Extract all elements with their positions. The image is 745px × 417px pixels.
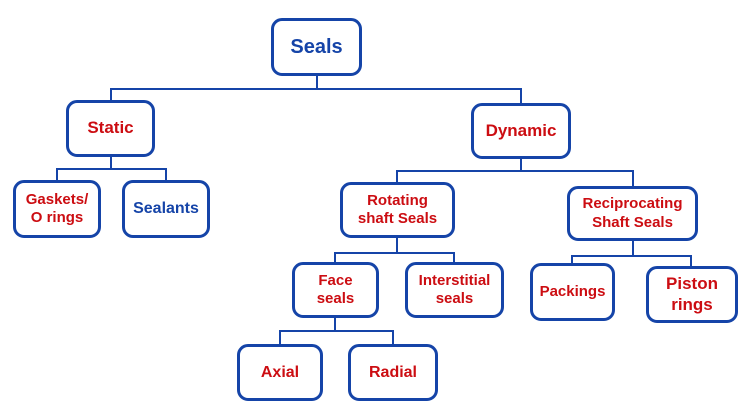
node-piston-rings-label: Piston rings (666, 273, 718, 314)
connector (396, 170, 398, 184)
connector (520, 88, 522, 105)
node-reciprocating-shaft-seals-label: Reciprocating Shaft Seals (582, 195, 683, 231)
connector (279, 330, 394, 332)
node-sealants-label: Sealants (133, 200, 199, 218)
node-gaskets-o-rings-label: Gaskets/ O rings (25, 190, 89, 226)
connector (165, 168, 167, 182)
node-gaskets-o-rings: Gaskets/ O rings (13, 180, 101, 238)
connector (571, 255, 692, 257)
node-seals: Seals (271, 18, 362, 76)
node-static-label: Static (87, 118, 134, 138)
connector (396, 238, 398, 254)
connector (396, 170, 634, 172)
node-interstitial-seals: Interstitial seals (405, 262, 504, 318)
node-sealants: Sealants (122, 180, 210, 238)
connector (334, 318, 336, 332)
connector (520, 159, 522, 172)
connector (110, 88, 522, 90)
connector (690, 255, 692, 268)
node-reciprocating-shaft-seals: Reciprocating Shaft Seals (567, 186, 698, 241)
connector (279, 330, 281, 346)
node-face-seals-label: Face seals (316, 271, 355, 307)
node-rotating-shaft-seals-label: Rotating shaft Seals (357, 191, 438, 227)
node-interstitial-seals-label: Interstitial seals (418, 271, 491, 307)
node-radial: Radial (348, 344, 438, 401)
node-face-seals: Face seals (292, 262, 379, 318)
connector (316, 76, 318, 90)
connector (110, 88, 112, 102)
connector (632, 170, 634, 186)
node-rotating-shaft-seals: Rotating shaft Seals (340, 182, 455, 238)
node-dynamic-label: Dynamic (485, 120, 557, 140)
node-packings-label: Packings (539, 282, 606, 300)
node-radial-label: Radial (368, 363, 417, 381)
connector (56, 168, 167, 170)
node-dynamic: Dynamic (471, 103, 571, 159)
connector (56, 168, 58, 182)
node-axial-label: Axial (260, 363, 300, 381)
connector (392, 330, 394, 346)
node-piston-rings: Piston rings (646, 266, 738, 323)
connector (334, 252, 455, 254)
connector (110, 157, 112, 170)
connector (632, 241, 634, 257)
connector (453, 252, 455, 264)
connector (571, 255, 573, 265)
node-static: Static (66, 100, 155, 157)
node-axial: Axial (237, 344, 323, 401)
node-packings: Packings (530, 263, 615, 321)
node-seals-label: Seals (290, 35, 343, 58)
connector (334, 252, 336, 264)
